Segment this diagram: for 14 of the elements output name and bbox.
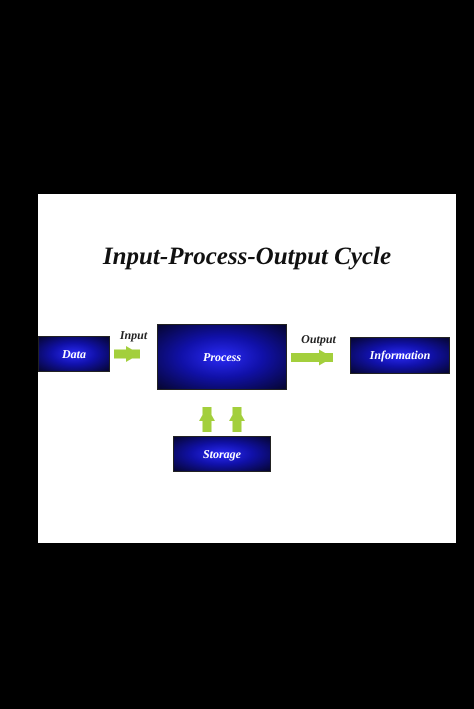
arrow	[229, 407, 245, 432]
process-box	[157, 324, 287, 390]
edge-label: Input	[118, 328, 148, 342]
process-box	[38, 336, 110, 372]
arrow	[114, 346, 140, 362]
title: Input-Process-Output Cycle	[102, 242, 392, 272]
process-box	[350, 337, 450, 374]
arrow	[199, 407, 215, 432]
process-box	[173, 436, 271, 472]
box-label: Process	[203, 350, 241, 364]
box-label: Storage	[202, 446, 241, 462]
box-label: Information	[370, 348, 430, 363]
box-label: Data	[62, 346, 86, 362]
arrow	[291, 350, 333, 366]
